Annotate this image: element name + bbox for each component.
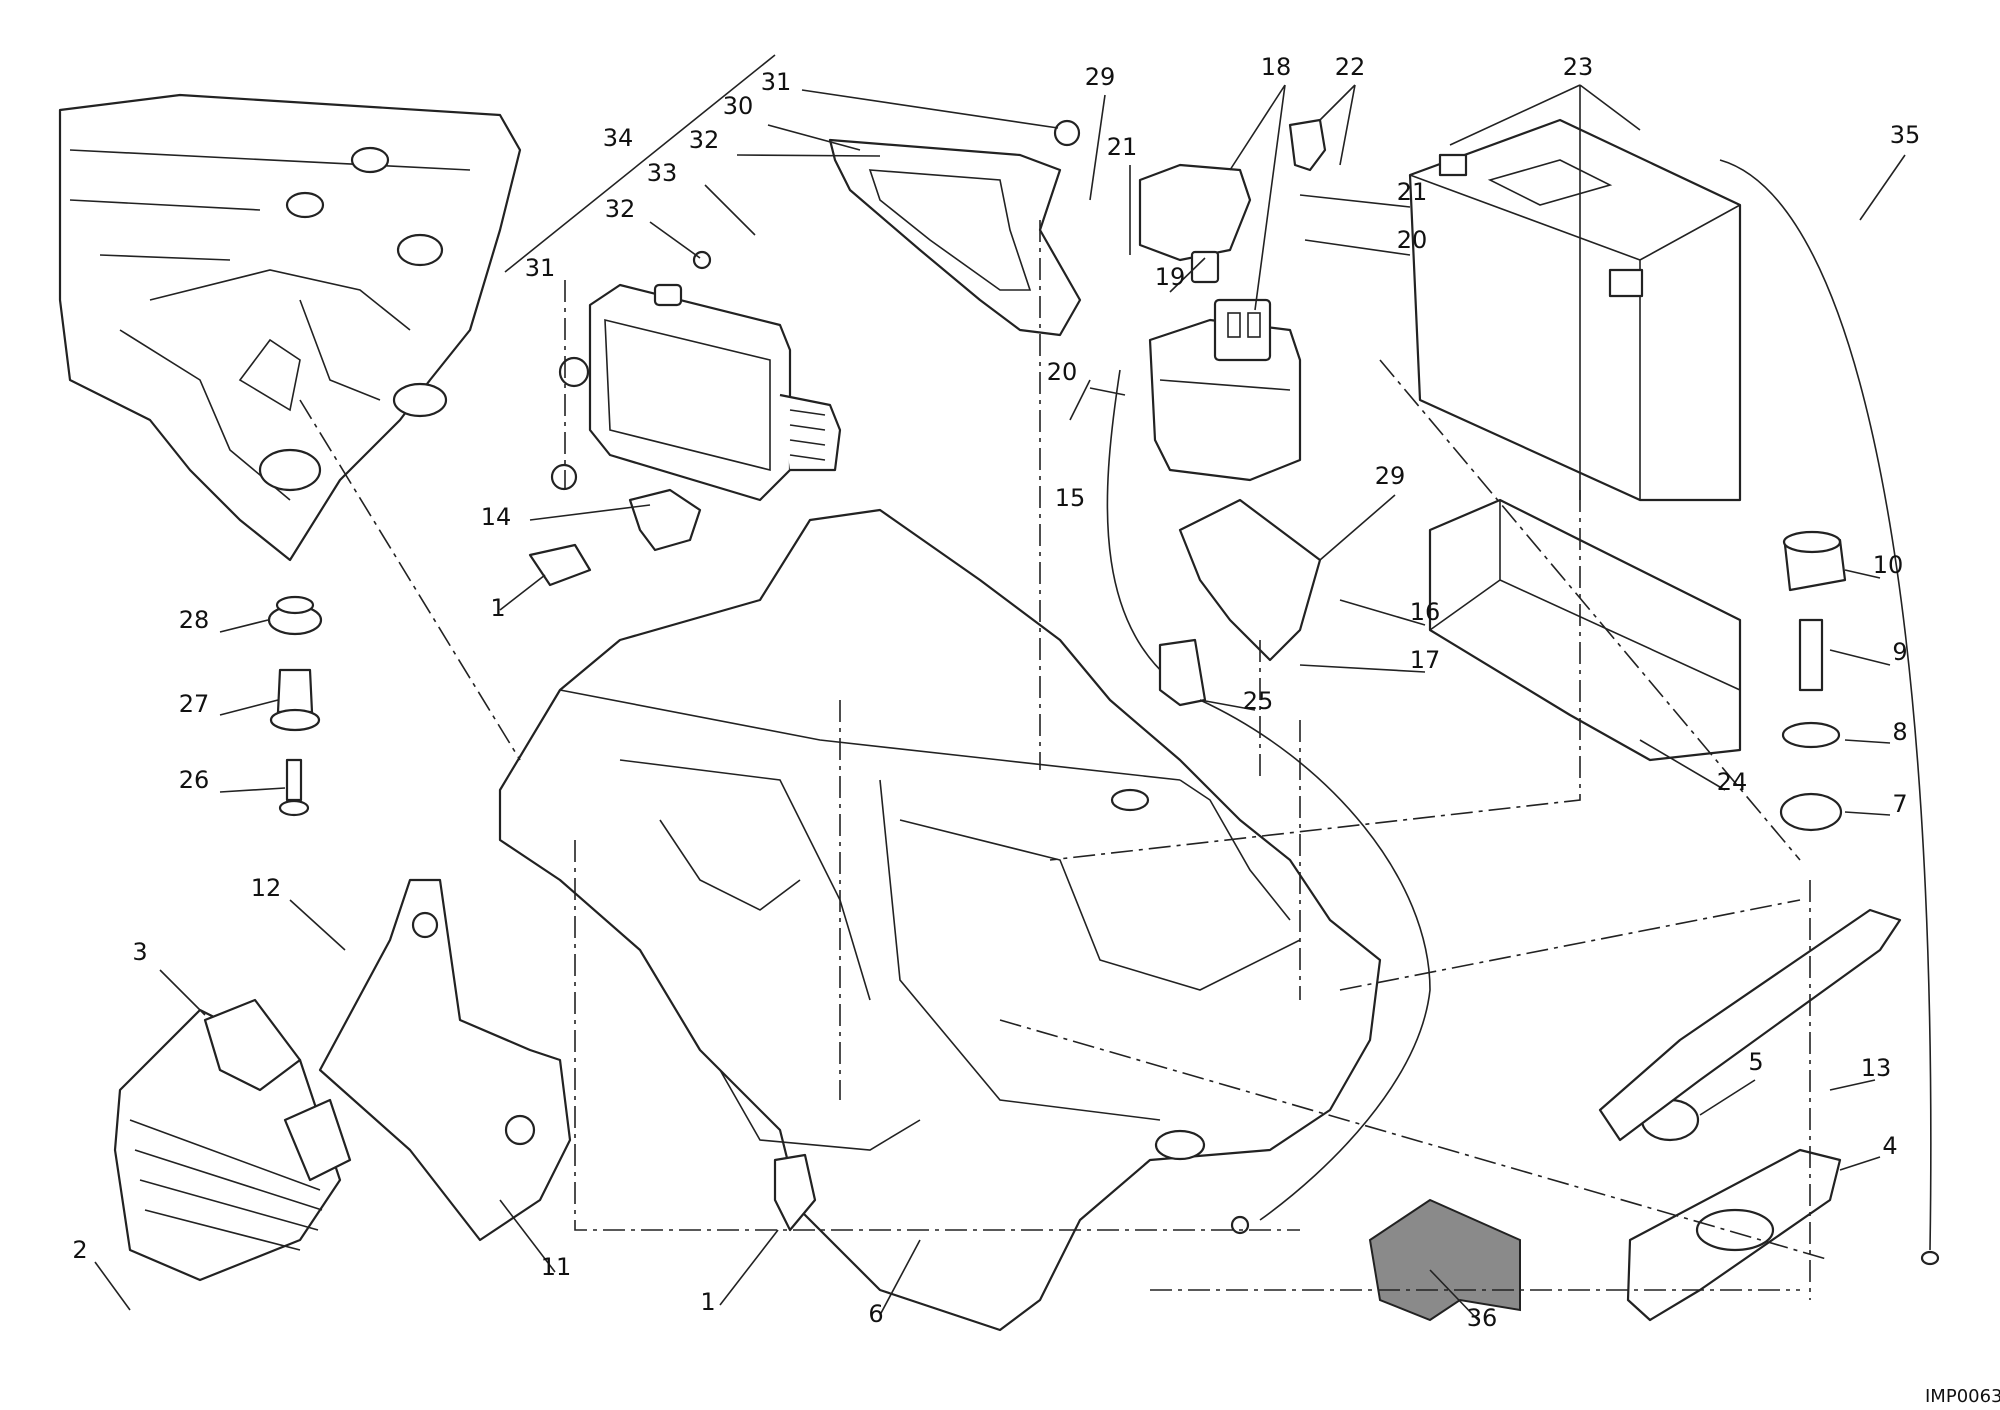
callout-c31a: 31 [761, 68, 792, 96]
callout-c24: 24 [1717, 768, 1748, 796]
callout-c30: 30 [723, 92, 754, 120]
callout-c1a: 1 [490, 594, 505, 622]
callout-c9: 9 [1892, 638, 1907, 666]
callout-c18: 18 [1261, 53, 1292, 81]
callout-c1b: 1 [700, 1288, 715, 1316]
callout-c26: 26 [179, 766, 210, 794]
callout-c15: 15 [1055, 484, 1086, 512]
callout-c20a: 20 [1397, 226, 1428, 254]
callout-c10: 10 [1873, 551, 1904, 579]
callout-c12: 12 [251, 874, 282, 902]
battery-case [1428, 498, 1742, 762]
battery [1408, 118, 1742, 502]
callout-c22: 22 [1335, 53, 1366, 81]
callout-c34: 34 [603, 124, 634, 152]
callout-c4: 4 [1882, 1132, 1897, 1160]
battery-tray [498, 508, 1382, 1332]
callout-c28: 28 [179, 606, 210, 634]
callout-c36: 36 [1467, 1304, 1498, 1332]
callout-leaders [94, 84, 1906, 1321]
callout-c33: 33 [647, 159, 678, 187]
frame-section [58, 93, 522, 562]
callout-c3: 3 [132, 938, 147, 966]
callout-c16: 16 [1410, 598, 1441, 626]
callout-c17: 17 [1410, 646, 1441, 674]
callout-c19: 19 [1155, 263, 1186, 291]
callout-c20b: 20 [1047, 358, 1078, 386]
callout-c2: 2 [72, 1236, 87, 1264]
callout-c6: 6 [868, 1300, 883, 1328]
damper-stack [1779, 530, 1847, 832]
callout-c23: 23 [1563, 53, 1594, 81]
ground-cable [1106, 369, 1431, 1221]
callout-c21a: 21 [1107, 133, 1138, 161]
callout-c27: 27 [179, 690, 210, 718]
callout-c14: 14 [481, 503, 512, 531]
callout-c5: 5 [1748, 1048, 1763, 1076]
callout-c11: 11 [541, 1253, 572, 1281]
callout-c21b: 21 [1397, 178, 1428, 206]
callout-c29b: 29 [1375, 462, 1406, 490]
ecu-bracket [828, 138, 1082, 337]
battery-clamp [1598, 908, 1902, 1322]
battery-cable [1719, 159, 1932, 1251]
mount-stack-left [267, 595, 323, 817]
assembly-lines [299, 220, 1831, 1300]
callout-c29a: 29 [1085, 63, 1116, 91]
callout-c8: 8 [1892, 718, 1907, 746]
callout-c35: 35 [1890, 121, 1921, 149]
callout-c13: 13 [1861, 1054, 1892, 1082]
callout-c31b: 31 [525, 254, 556, 282]
group-34-bracket [504, 54, 776, 273]
callout-labels: 1123456789101112131415161718192020212122… [72, 53, 1920, 1332]
drawing-code: IMP00630 [1925, 1386, 2000, 1407]
starter-relay [1138, 118, 1327, 482]
regulator-cover [318, 878, 572, 1242]
foam-pad [1368, 1198, 1521, 1322]
callout-c7: 7 [1892, 790, 1907, 818]
callout-c32b: 32 [605, 195, 636, 223]
callout-c32a: 32 [689, 126, 720, 154]
voltage-regulator [113, 998, 352, 1282]
callout-c25: 25 [1243, 687, 1274, 715]
